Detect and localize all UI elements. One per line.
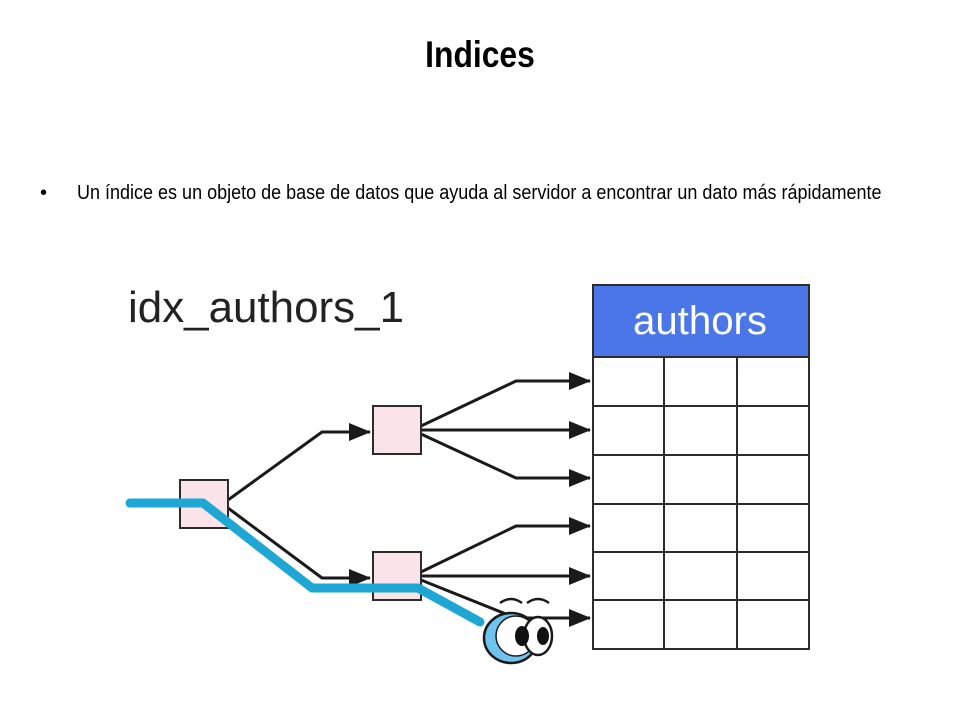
pupil-right [537,627,549,645]
edge-root-to-lower [227,506,371,587]
table-header [592,284,810,358]
index-label: idx_authors_1 [128,283,404,332]
tree-edges [227,372,591,627]
edge-root-to-upper [227,423,371,502]
search-path [125,498,485,627]
edge-upper-to-row-1 [420,372,591,428]
edge-upper-to-row-3 [420,432,591,487]
pupil-left [515,626,529,646]
bullet-text: Un índice es un objeto de base de datos … [77,182,882,204]
edge-lower-to-row-4 [420,517,591,574]
bullet-marker: • [40,182,48,204]
eyebrow-right [526,597,550,605]
table-label: authors [633,299,767,343]
eyes-icon [482,597,554,665]
index-node-lower [372,551,422,601]
eyebrow-left [499,597,523,605]
index-node-upper [372,405,422,455]
table-grid [592,356,810,650]
slide-title: Indices [425,34,535,75]
